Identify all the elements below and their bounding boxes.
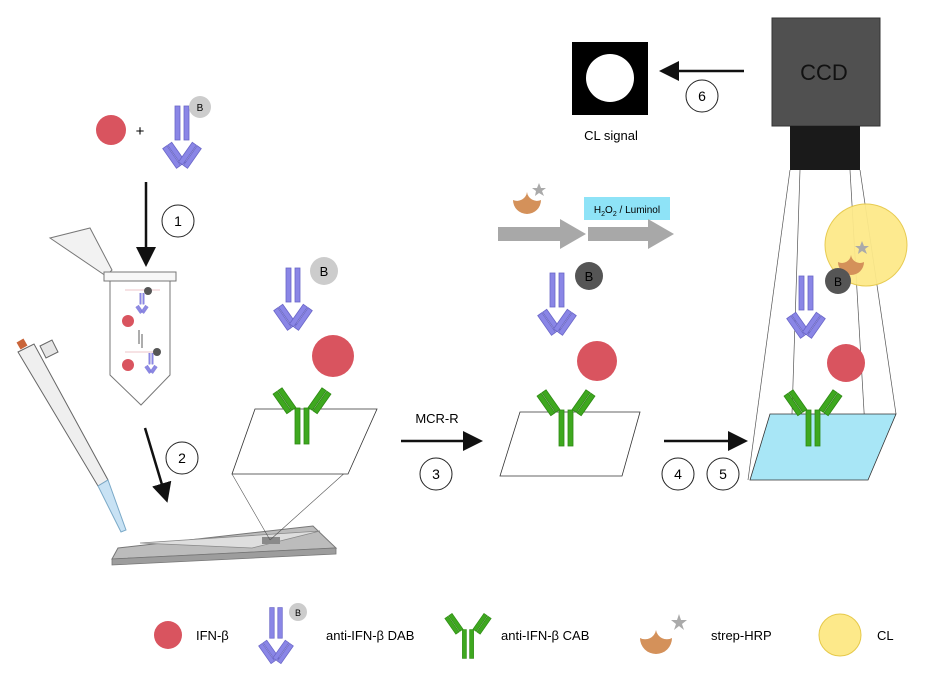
biotin-badge [189,96,211,118]
step-circle-2 [165,441,199,475]
legend-cl-label: CL [877,628,894,643]
legend-ifn-swatch [154,621,182,649]
step-number-4: 4 [674,466,682,482]
step-number-2: 2 [178,450,186,466]
pipette-icon [16,338,127,533]
cl-signal-label: CL signal [584,128,638,143]
biotin-badge-c [825,268,851,294]
cl-signal-image [572,42,648,115]
ifn-molecule-a [312,335,354,377]
mcr-label: MCR-R [415,411,458,426]
legend-ifn-label: IFN-β [196,628,229,643]
legend-dab-swatch [258,607,294,664]
dab-antibody-c [786,275,826,339]
plus-sign: + [136,123,145,140]
ifn-molecule-b [577,341,617,381]
legend-dab-label: anti-IFN-β DAB [326,628,414,643]
gray-arrow-1 [498,219,586,249]
biotin-badge-a [310,257,338,285]
legend-cab-swatch [444,613,492,659]
glass-slide [111,525,338,566]
step-number-5: 5 [719,466,727,482]
legend-dab-badge [289,603,307,621]
biotin-label: B [197,103,204,114]
step-circle-4 [661,457,695,491]
legend-cl-swatch [818,613,862,657]
step-number-6: 6 [698,88,706,104]
legend-cab-label: anti-IFN-β CAB [501,628,589,643]
surface-panel-c [749,413,897,481]
ifn-molecule [96,115,126,145]
ifn-molecule-c [827,344,865,382]
legend-hrp-swatch [640,614,687,654]
step-circle-1 [161,204,195,238]
strep-hrp-icon [513,183,546,214]
biotin-label-a: B [320,264,329,279]
step-arrow-2 [143,427,172,503]
step-circle-3 [419,457,453,491]
dab-antibody-a [273,267,313,331]
step-circle-5 [706,457,740,491]
ccd-camera-icon [771,17,881,170]
legend-hrp-label: strep-HRP [711,628,772,643]
dab-antibody-b [537,272,577,336]
ccd-label: CCD [800,60,848,85]
step-number-3: 3 [432,466,440,482]
biotin-badge-b [575,262,603,290]
reagent-label: H2O2 / Luminol [594,205,660,218]
step-circle-6 [685,79,719,113]
biotin-label-c: B [834,275,842,289]
legend: IFN-β B anti-IFN-β DAB anti-IFN-β CAB st… [154,603,894,664]
tube-icon [48,227,177,406]
biotin-label-b: B [585,269,594,284]
step-number-1: 1 [174,213,182,229]
gray-arrow-2 [588,219,674,249]
legend-dab-badge-label: B [295,608,301,618]
reagent-box [584,197,670,220]
